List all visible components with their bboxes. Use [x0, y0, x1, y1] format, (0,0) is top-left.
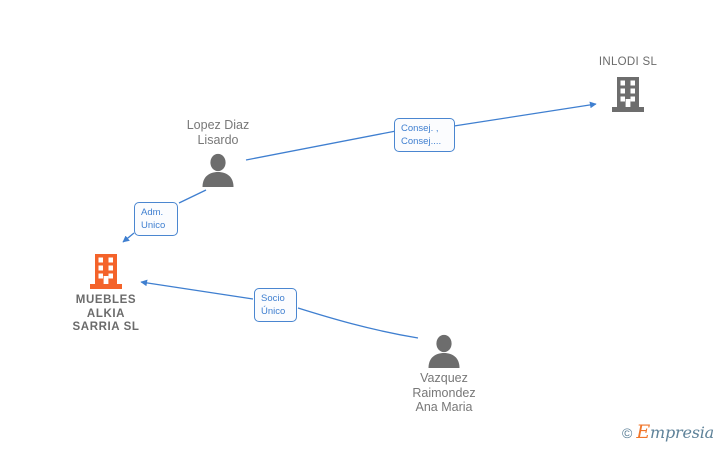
- node-label-muebles-alkia-sarria: MUEBLES ALKIA SARRIA SL: [72, 294, 140, 333]
- building-icon: [611, 75, 645, 113]
- node-label-lopez-diaz-lisardo: Lopez Diaz Lisardo: [186, 118, 250, 147]
- edge-label-administrador-unico[interactable]: Adm. Unico: [134, 202, 178, 236]
- node-company-inlodi[interactable]: INLODI SL: [558, 56, 698, 113]
- brand-rest: mpresia: [650, 423, 714, 442]
- node-label-vazquez-raimondez-ana-maria: Vazquez Raimondez Ana Maria: [412, 371, 476, 414]
- node-person-vazquez-raimondez-ana-maria[interactable]: Vazquez Raimondez Ana Maria: [374, 334, 514, 415]
- node-company-muebles-alkia-sarria[interactable]: MUEBLES ALKIA SARRIA SL: [36, 252, 176, 335]
- copyright-icon: ©: [622, 424, 633, 441]
- brand-name: Empresia: [636, 421, 714, 443]
- node-person-lopez-diaz-lisardo[interactable]: Lopez Diaz Lisardo: [148, 118, 288, 187]
- node-label-inlodi: INLODI SL: [598, 56, 658, 68]
- person-icon: [425, 334, 463, 368]
- edge-label-consejero[interactable]: Consej. , Consej....: [394, 118, 455, 152]
- building-icon: [89, 252, 123, 290]
- brand-initial: E: [636, 421, 650, 443]
- edge-label-socio-unico[interactable]: Socio Único: [254, 288, 297, 322]
- empresia-watermark: © Empresia: [622, 421, 714, 443]
- person-icon: [199, 153, 237, 187]
